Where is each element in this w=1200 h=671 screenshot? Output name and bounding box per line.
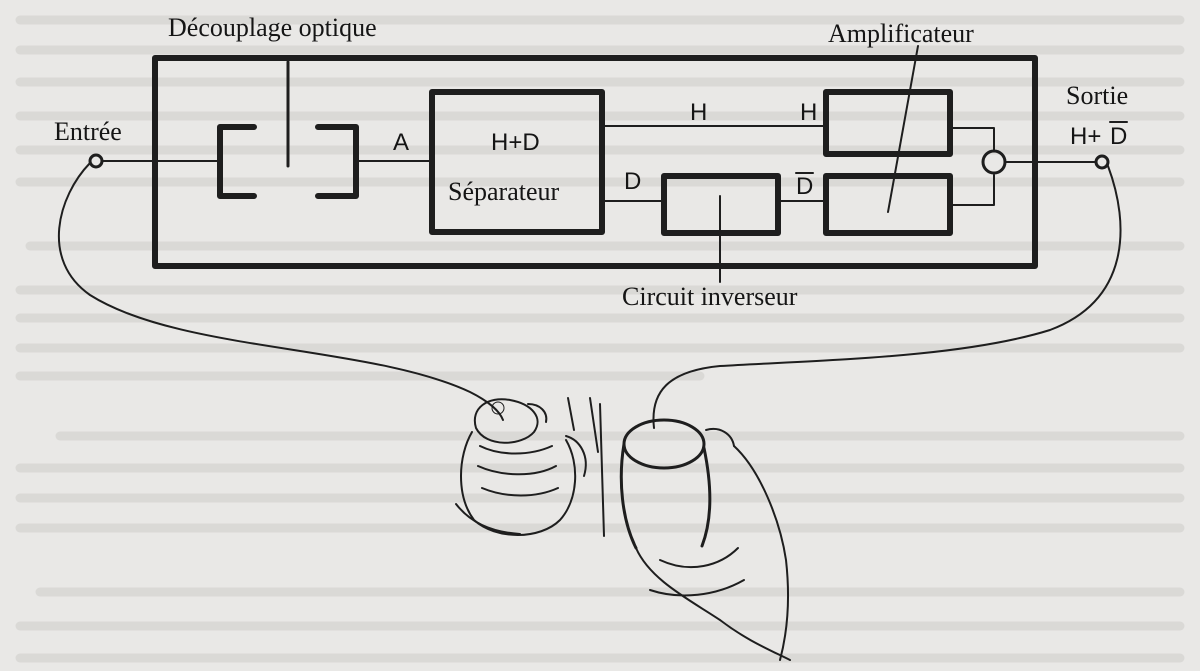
left-hand-sketch: [455, 398, 587, 536]
output-electrode-wire: [652, 165, 1122, 429]
sortie-h-label: H+: [1070, 123, 1101, 150]
right-hand-sketch: [619, 418, 791, 661]
amplificateur-label: Amplificateur: [828, 19, 974, 48]
background-text-lines: [15, 15, 1185, 663]
separator-box: [429, 89, 605, 235]
signal-a-label: A: [393, 129, 409, 156]
signal-d-label: D: [624, 168, 641, 195]
amp-bottom-output: [949, 174, 995, 206]
input-electrode-wire: [57, 162, 504, 421]
amplifier-leader-line: [887, 45, 919, 213]
signal-hd-label: H+D: [491, 129, 540, 156]
circuit-inverseur-label: Circuit inverseur: [622, 282, 798, 311]
output-terminal: [1094, 154, 1110, 170]
signal-dbar-label: D: [796, 173, 813, 200]
decouplage-label: Découplage optique: [168, 13, 377, 42]
sortie-label: Sortie: [1066, 81, 1128, 110]
entree-label: Entrée: [54, 117, 122, 146]
signal-h-top-label: H: [690, 99, 707, 126]
separateur-label: Séparateur: [448, 177, 560, 206]
contact-strokes: [567, 397, 605, 537]
amplifier-box-top: [823, 89, 953, 157]
amp-top-output: [949, 127, 995, 151]
input-terminal: [88, 153, 104, 169]
sortie-dbar-label: D: [1110, 123, 1127, 150]
signal-h-amp-label: H: [800, 99, 817, 126]
